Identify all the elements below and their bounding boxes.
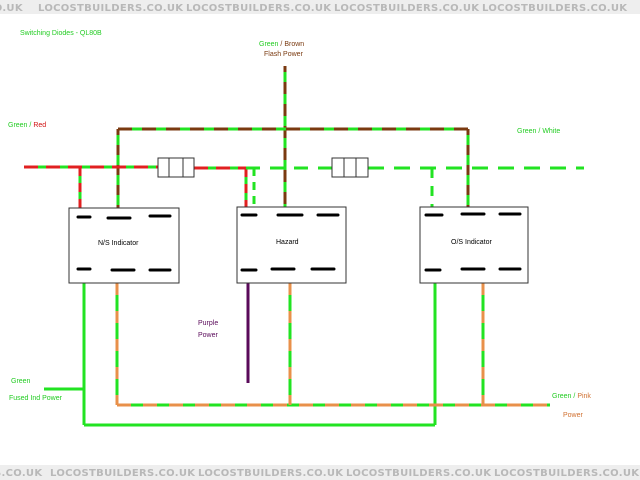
watermark-bottom-3: LOCOSTBUILDERS.CO.UK xyxy=(346,468,492,479)
diode-left xyxy=(157,157,195,178)
watermark-bottom: S.CO.UK LOCOSTBUILDERS.CO.UK LOCOSTBUILD… xyxy=(0,465,640,480)
fused-power-wires xyxy=(44,283,550,427)
pink-power-label: Power xyxy=(563,412,584,419)
watermark-bottom-2: LOCOSTBUILDERS.CO.UK xyxy=(198,468,344,479)
watermark-top-2: LOCOSTBUILDERS.CO.UK xyxy=(186,3,332,14)
os-feed-colour-label: Green / White xyxy=(517,128,560,135)
os-indicator-title: O/S Indicator xyxy=(451,239,493,246)
purple-label: Purple xyxy=(198,320,218,327)
flash-power-colour-label: Green / Brown xyxy=(259,41,304,48)
watermark-bottom-0: S.CO.UK xyxy=(0,468,43,479)
ns-label-green: Green xyxy=(8,122,28,129)
watermark-top-4: LOCOSTBUILDERS.CO.UK xyxy=(482,3,628,14)
watermark-top-band xyxy=(0,0,640,14)
flash-label-brown: Brown xyxy=(284,41,304,48)
hazard-title: Hazard xyxy=(276,239,299,246)
os-label-white: White xyxy=(542,128,560,135)
watermark-bottom-4: LOCOSTBUILDERS.CO.UK xyxy=(494,468,640,479)
fused-green-label: Green xyxy=(11,378,31,385)
ns-feed-wires xyxy=(24,165,248,208)
ns-label-red: Red xyxy=(33,122,46,129)
watermark-top-3: LOCOSTBUILDERS.CO.UK xyxy=(334,3,480,14)
diode-right-body xyxy=(331,157,369,178)
ns-label-sep: / xyxy=(27,122,33,129)
os-label-sep: / xyxy=(536,128,542,135)
watermark-top: .CO.UK LOCOSTBUILDERS.CO.UK LOCOSTBUILDE… xyxy=(0,0,640,14)
watermark-bottom-1: LOCOSTBUILDERS.CO.UK xyxy=(50,468,196,479)
ns-indicator-switch: N/S Indicator xyxy=(68,207,180,284)
os-feed-wires xyxy=(246,166,584,208)
diode-right xyxy=(331,157,369,178)
diode-left-body xyxy=(157,157,195,178)
flash-power-wires xyxy=(116,66,470,208)
flash-label-green: Green xyxy=(259,41,279,48)
ns-indicator-title: N/S Indicator xyxy=(98,240,139,247)
pink-colour-label: Green / Pink xyxy=(552,393,591,400)
flash-label-sep: / xyxy=(278,41,284,48)
ns-feed-colour-label: Green / Red xyxy=(8,122,46,129)
fused-power-label: Fused Ind Power xyxy=(9,395,63,402)
pink-label-pink: Pink xyxy=(577,393,591,400)
flash-power-label: Flash Power xyxy=(264,51,304,58)
pink-label-sep: / xyxy=(571,393,577,400)
pink-label-green: Green xyxy=(552,393,572,400)
watermark-top-1: LOCOSTBUILDERS.CO.UK xyxy=(38,3,184,14)
os-indicator-contacts xyxy=(424,212,522,272)
hazard-contacts xyxy=(240,213,340,272)
watermark-top-0: .CO.UK xyxy=(0,3,24,14)
watermark-bottom-band xyxy=(0,465,640,480)
os-label-green: Green xyxy=(517,128,537,135)
ns-indicator-contacts xyxy=(76,214,172,272)
purple-power-label: Power xyxy=(198,332,219,339)
os-indicator-switch: O/S Indicator xyxy=(419,206,529,284)
hazard-switch: Hazard xyxy=(236,206,347,284)
diagram-title: Switching Diodes - QL80B xyxy=(20,30,102,37)
